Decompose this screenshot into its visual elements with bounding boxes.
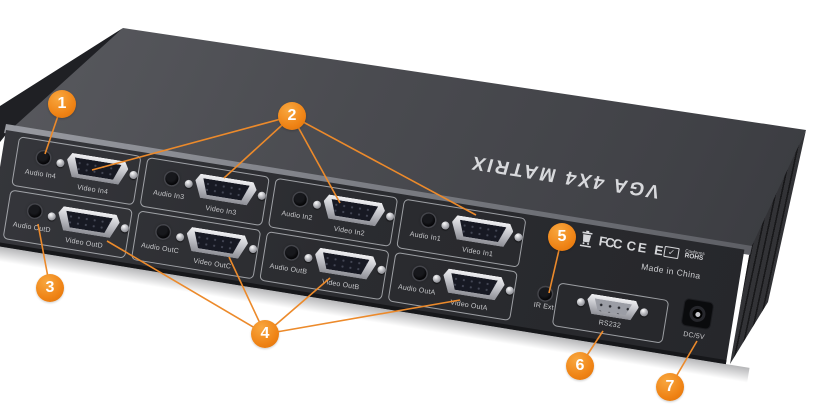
callout-7: 7 xyxy=(656,373,684,401)
callout-6: 6 xyxy=(566,352,594,380)
callout-5: 5 xyxy=(548,223,576,251)
weee-bin-icon xyxy=(579,230,593,248)
callout-2: 2 xyxy=(278,102,306,130)
callout-1: 1 xyxy=(48,90,76,118)
certification-marks: FCC CE E ✓ Conforms ROHS xyxy=(578,224,742,276)
device-rear-panel: Audio In4 Video In4 Audio In3 Video In3 … xyxy=(0,130,750,383)
callout-4: 4 xyxy=(251,320,279,348)
callout-3: 3 xyxy=(36,274,64,302)
